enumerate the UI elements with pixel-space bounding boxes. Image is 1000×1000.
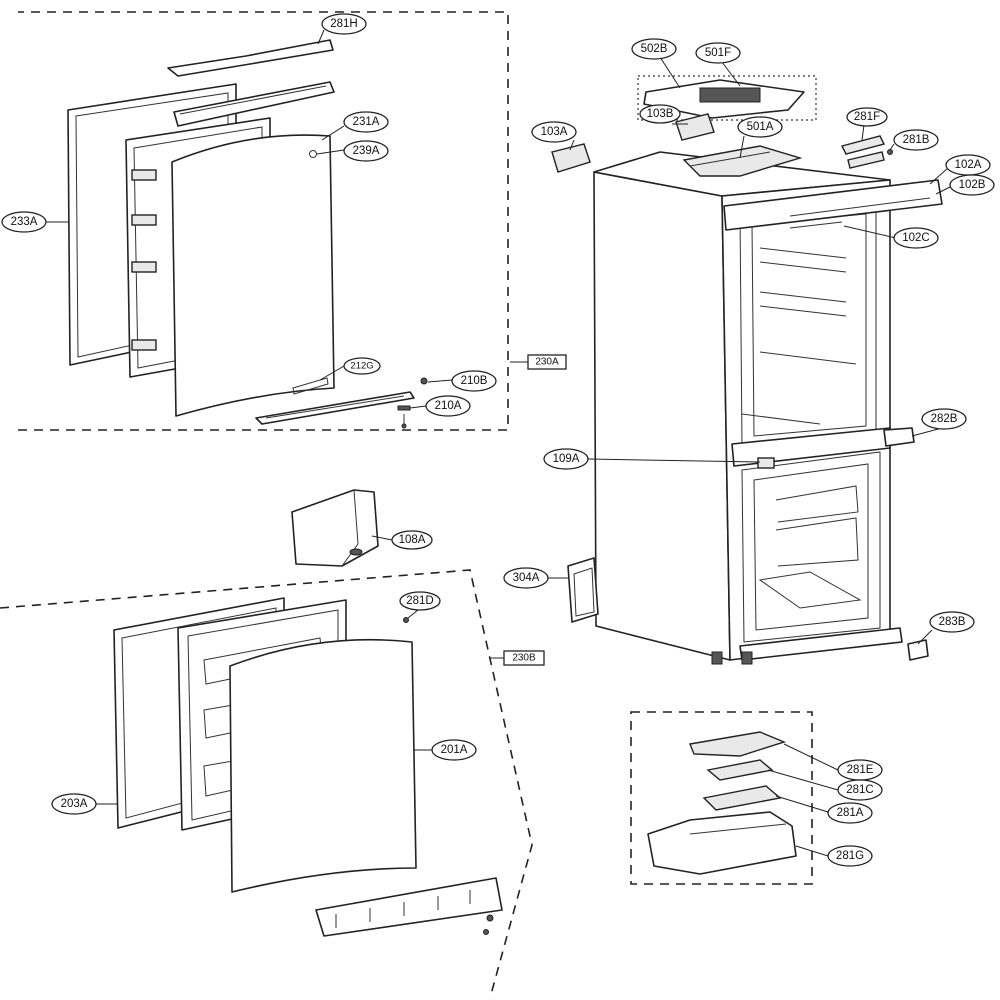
- svg-text:230B: 230B: [512, 653, 536, 664]
- hinge-base-281G: [647, 811, 797, 875]
- svg-text:201A: 201A: [441, 744, 468, 756]
- callout-210B: 210B: [451, 370, 497, 392]
- callout-230B: 230B: [503, 650, 545, 666]
- callout-281H: 281H: [321, 13, 367, 35]
- svg-text:203A: 203A: [61, 798, 88, 810]
- callout-102A: 102A: [945, 154, 991, 176]
- svg-text:103A: 103A: [541, 126, 568, 138]
- middle-hinge: [883, 427, 915, 447]
- lower-compartment: [741, 451, 881, 643]
- cabinet-side: [593, 171, 731, 661]
- callout-233A: 233A: [1, 211, 47, 233]
- callout-281E: 281E: [837, 759, 883, 781]
- top-trim-rail: [723, 179, 943, 231]
- svg-text:281E: 281E: [847, 764, 874, 776]
- svg-text:501A: 501A: [747, 121, 774, 133]
- leader-lines: [44, 29, 953, 857]
- callout-281B: 281B: [893, 129, 939, 151]
- cabinet-front: [721, 179, 891, 661]
- lower-door-panel: [229, 638, 417, 893]
- callout-231A: 231A: [343, 111, 389, 133]
- callout-283B: 283B: [929, 611, 975, 633]
- svg-text:102A: 102A: [955, 159, 982, 171]
- hinge-cover-281H: [167, 39, 334, 77]
- svg-text:281G: 281G: [836, 850, 864, 862]
- svg-text:283B: 283B: [939, 616, 966, 628]
- door-label-sticker: [292, 377, 329, 395]
- callout-102B: 102B: [949, 174, 995, 196]
- svg-text:239A: 239A: [353, 145, 380, 157]
- callout-102C: 102C: [893, 227, 939, 249]
- upper-door-panel: [171, 134, 335, 417]
- callout-502B: 502B: [631, 38, 677, 60]
- svg-text:230A: 230A: [535, 357, 559, 368]
- svg-text:281H: 281H: [330, 18, 358, 30]
- upper-door-top-cap: [173, 81, 335, 127]
- callout-501F: 501F: [695, 42, 741, 64]
- callout-501A: 501A: [737, 116, 783, 138]
- upper-door-bottom-handle: [255, 391, 415, 425]
- callout-210A: 210A: [425, 395, 471, 417]
- svg-text:102C: 102C: [902, 232, 930, 244]
- callout-281A: 281A: [827, 802, 873, 824]
- hinge-cover-281E: [689, 731, 787, 757]
- svg-text:282B: 282B: [931, 413, 958, 425]
- svg-text:108A: 108A: [399, 534, 426, 546]
- compartment-divider: [731, 427, 891, 467]
- callout-109A: 109A: [543, 448, 589, 470]
- callout-282B: 282B: [921, 408, 967, 430]
- callout-203A: 203A: [51, 793, 97, 815]
- group-230A-boundary: [18, 11, 509, 431]
- refrigerator-cabinet: [593, 145, 943, 665]
- svg-text:103B: 103B: [647, 108, 674, 120]
- svg-text:102B: 102B: [959, 179, 986, 191]
- callout-281D: 281D: [399, 591, 441, 611]
- callout-281F: 281F: [846, 107, 888, 127]
- small-screw-210B: [420, 377, 428, 385]
- lower-door-bottom-cap: [315, 877, 503, 937]
- group-502B-boundary: [637, 75, 817, 121]
- svg-text:304A: 304A: [513, 572, 540, 584]
- svg-text:233A: 233A: [11, 216, 38, 228]
- lg-logo-icon: [309, 150, 317, 158]
- callout-239A: 239A: [343, 140, 389, 162]
- svg-text:501F: 501F: [705, 47, 731, 59]
- group-230B-boundary: [0, 569, 533, 999]
- callout-304A: 304A: [503, 567, 549, 589]
- hinge-plate-281C: [706, 759, 774, 781]
- callout-230A: 230A: [527, 354, 567, 370]
- svg-text:281B: 281B: [903, 134, 930, 146]
- svg-text:502B: 502B: [641, 43, 668, 55]
- svg-text:212G: 212G: [350, 361, 373, 372]
- callout-103A: 103A: [531, 121, 577, 143]
- callout-108A: 108A: [391, 530, 433, 550]
- cap-103A: [551, 143, 591, 173]
- svg-text:109A: 109A: [553, 453, 580, 465]
- top-hinge-281F: [840, 135, 886, 155]
- top-machine-parts: [682, 145, 803, 177]
- svg-text:231A: 231A: [353, 116, 380, 128]
- svg-text:281A: 281A: [837, 807, 864, 819]
- hinge-281A: [702, 785, 782, 811]
- bottom-hinge: [907, 639, 929, 661]
- callout-201A: 201A: [431, 739, 477, 761]
- callout-281G: 281G: [827, 845, 873, 867]
- callout-103B: 103B: [639, 104, 681, 124]
- callout-212G: 212G: [343, 357, 381, 375]
- upper-door-assembly: [67, 39, 428, 429]
- svg-text:210A: 210A: [435, 400, 462, 412]
- svg-text:281D: 281D: [406, 595, 434, 607]
- callout-281C: 281C: [837, 779, 883, 801]
- lower-door-assembly: [113, 597, 503, 937]
- svg-text:210B: 210B: [461, 375, 488, 387]
- svg-text:281F: 281F: [854, 111, 880, 123]
- door-bin-108A: [291, 489, 379, 567]
- hinge-box-parts: [647, 731, 797, 875]
- vent-103B: [675, 113, 715, 141]
- svg-text:281C: 281C: [846, 784, 874, 796]
